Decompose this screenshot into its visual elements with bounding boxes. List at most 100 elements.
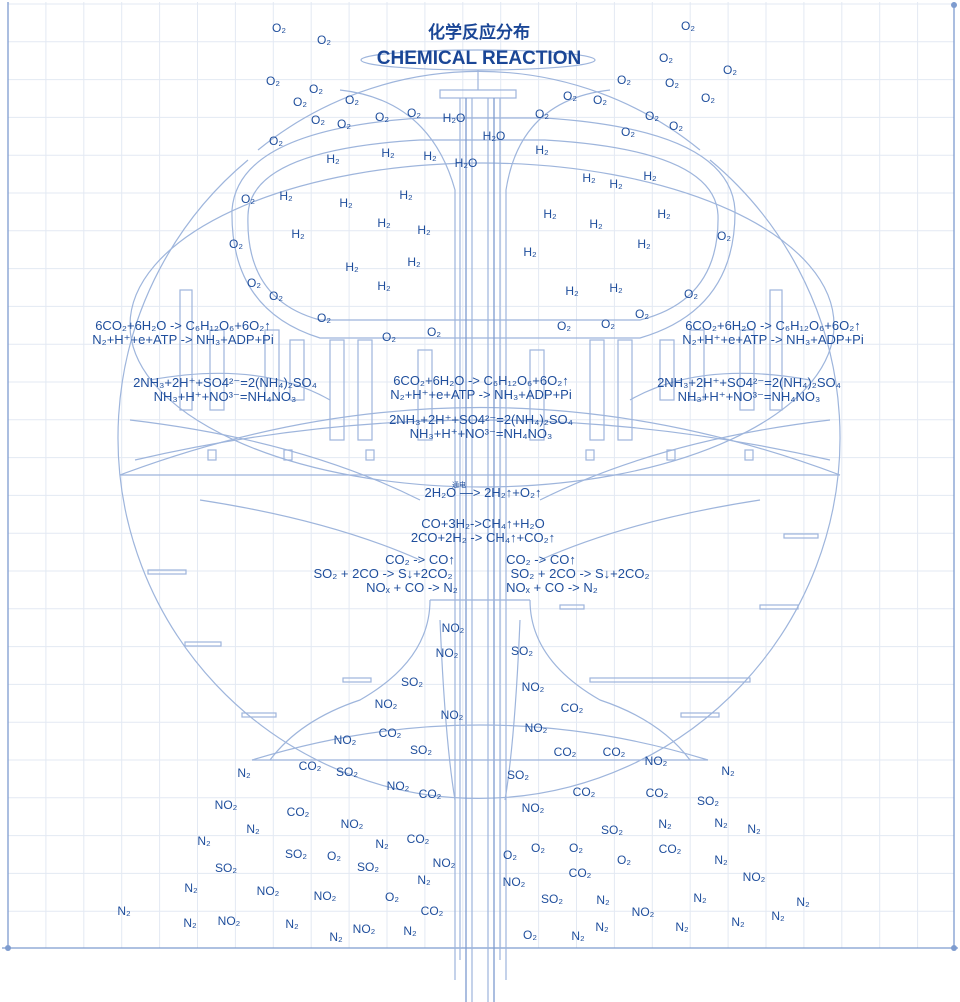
molecule-o2: O₂ xyxy=(247,276,261,290)
molecule-o2: O₂ xyxy=(601,317,615,331)
molecule-co2: CO₂ xyxy=(407,832,430,846)
molecule-n2: N₂ xyxy=(403,924,417,938)
molecule-o2: O₂ xyxy=(684,287,698,301)
equation-left-low-2: SO₂ + 2CO -> S↓+2CO₂ xyxy=(313,566,452,581)
molecule-so2: SO₂ xyxy=(285,847,307,861)
molecule-o2: O₂ xyxy=(669,119,683,133)
molecule-o2: O₂ xyxy=(345,93,359,107)
molecule-o2: O₂ xyxy=(229,237,243,251)
molecule-o2: O₂ xyxy=(701,91,715,105)
molecule-no2: NO₂ xyxy=(522,680,545,694)
equation-electrolysis: 2H₂O —> 2H₂↑+O₂↑ xyxy=(424,485,541,500)
molecule-o2: O₂ xyxy=(659,51,673,65)
molecule-n2: N₂ xyxy=(375,837,389,851)
title-cn: 化学反应分布 xyxy=(428,22,530,42)
molecule-h2: H₂ xyxy=(637,237,651,251)
molecule-co2: CO₂ xyxy=(287,805,310,819)
molecule-o2: O₂ xyxy=(717,229,731,243)
molecule-no2: NO₂ xyxy=(503,875,526,889)
molecule-labels: O₂ O₂ O₂ O₂ O₂ O₂ O₂ O₂ O₂ O₂ O₂ O₂ O₂ O₂ O₂ O₂ O₂ O₂ O₂ O₂… xyxy=(117,19,810,944)
molecule-h2: H₂ xyxy=(339,196,353,210)
molecule-h2: H₂ xyxy=(423,149,437,163)
molecule-n2: N₂ xyxy=(197,834,211,848)
coil-columns xyxy=(179,289,783,441)
molecule-no2: NO₂ xyxy=(433,856,456,870)
molecule-n2: N₂ xyxy=(771,909,785,923)
molecule-h2: H₂ xyxy=(345,260,359,274)
molecule-h2: H₂ xyxy=(589,217,603,231)
molecule-o2: O₂ xyxy=(665,76,679,90)
molecule-h2: H₂ xyxy=(381,146,395,160)
molecule-no2: NO₂ xyxy=(436,646,459,660)
molecule-h2: H₂ xyxy=(523,245,537,259)
molecule-so2: SO₂ xyxy=(215,861,237,875)
molecule-so2: SO₂ xyxy=(601,823,623,837)
molecule-n2: N₂ xyxy=(796,895,810,909)
molecule-o2: O₂ xyxy=(569,841,583,855)
molecule-so2: SO₂ xyxy=(697,794,719,808)
equation-center-2: N₂+H⁺+e+ATP -> NH₃+ADP+Pi xyxy=(390,387,572,402)
molecule-no2: NO₂ xyxy=(314,889,337,903)
molecule-h2o: H₂O xyxy=(455,156,478,170)
molecule-so2: SO₂ xyxy=(511,644,533,658)
molecule-o2: O₂ xyxy=(375,110,389,124)
molecule-h2: H₂ xyxy=(399,188,413,202)
molecule-h2: H₂ xyxy=(377,279,391,293)
molecule-co2: CO₂ xyxy=(421,904,444,918)
equation-right-mid-2: NH₃+H⁺+NO³⁻=NH₄NO₃ xyxy=(678,389,821,404)
molecule-h2: H₂ xyxy=(657,207,671,221)
molecule-n2: N₂ xyxy=(571,929,585,943)
molecule-n2: N₂ xyxy=(596,893,610,907)
molecule-co2: CO₂ xyxy=(299,759,322,773)
molecule-no2: NO₂ xyxy=(257,884,280,898)
molecule-o2: O₂ xyxy=(563,89,577,103)
molecule-n2: N₂ xyxy=(285,917,299,931)
molecule-n2: N₂ xyxy=(714,816,728,830)
molecule-no2: NO₂ xyxy=(442,621,465,635)
molecule-h2: H₂ xyxy=(582,171,596,185)
molecule-so2: SO₂ xyxy=(410,743,432,757)
molecule-o2: O₂ xyxy=(723,63,737,77)
molecule-n2: N₂ xyxy=(595,920,609,934)
molecule-no2: NO₂ xyxy=(743,870,766,884)
molecule-no2: NO₂ xyxy=(387,779,410,793)
molecule-o2: O₂ xyxy=(635,307,649,321)
equation-center-4: NH₃+H⁺+NO³⁻=NH₄NO₃ xyxy=(410,426,553,441)
molecule-h2: H₂ xyxy=(543,207,557,221)
molecule-h2: H₂ xyxy=(417,223,431,237)
molecule-co2: CO₂ xyxy=(554,745,577,759)
molecule-o2: O₂ xyxy=(385,890,399,904)
electrolysis-note: 通电 xyxy=(452,480,466,489)
molecule-no2: NO₂ xyxy=(645,754,668,768)
molecule-co2: CO₂ xyxy=(379,726,402,740)
molecule-so2: SO₂ xyxy=(541,892,563,906)
molecule-o2: O₂ xyxy=(293,95,307,109)
molecule-o2: O₂ xyxy=(269,289,283,303)
molecule-o2: O₂ xyxy=(311,113,325,127)
molecule-h2: H₂ xyxy=(326,152,340,166)
molecule-o2: O₂ xyxy=(503,848,517,862)
molecule-h2o: H₂O xyxy=(443,111,466,125)
equation-methanation-2: 2CO+2H₂ -> CH₄↑+CO₂↑ xyxy=(411,530,555,545)
molecule-o2: O₂ xyxy=(523,928,537,942)
molecule-o2: O₂ xyxy=(531,841,545,855)
equation-right-low-2: SO₂ + 2CO -> S↓+2CO₂ xyxy=(510,566,649,581)
equation-left-low-1: CO₂ -> CO↑ xyxy=(385,552,455,567)
title-block: 化学反应分布 CHEMICAL REACTION xyxy=(377,22,581,69)
molecule-co2: CO₂ xyxy=(659,842,682,856)
molecule-o2: O₂ xyxy=(272,21,286,35)
molecule-h2: H₂ xyxy=(291,227,305,241)
molecule-o2: O₂ xyxy=(681,19,695,33)
molecule-no2: NO₂ xyxy=(525,721,548,735)
molecule-no2: NO₂ xyxy=(441,708,464,722)
title-en: CHEMICAL REACTION xyxy=(377,48,581,69)
molecule-co2: CO₂ xyxy=(603,745,626,759)
equation-left-top-1: 6CO₂+6H₂O -> C₆H₁₂O₆+6O₂↑ xyxy=(95,318,271,333)
molecule-n2: N₂ xyxy=(658,817,672,831)
equation-right-low-3: NOₓ + CO -> N₂ xyxy=(506,580,598,595)
equation-right-top-2: N₂+H⁺+e+ATP -> NH₃+ADP+Pi xyxy=(682,332,864,347)
molecule-h2o: H₂O xyxy=(483,129,506,143)
molecule-n2: N₂ xyxy=(329,930,343,944)
molecule-n2: N₂ xyxy=(117,904,131,918)
molecule-no2: NO₂ xyxy=(632,905,655,919)
